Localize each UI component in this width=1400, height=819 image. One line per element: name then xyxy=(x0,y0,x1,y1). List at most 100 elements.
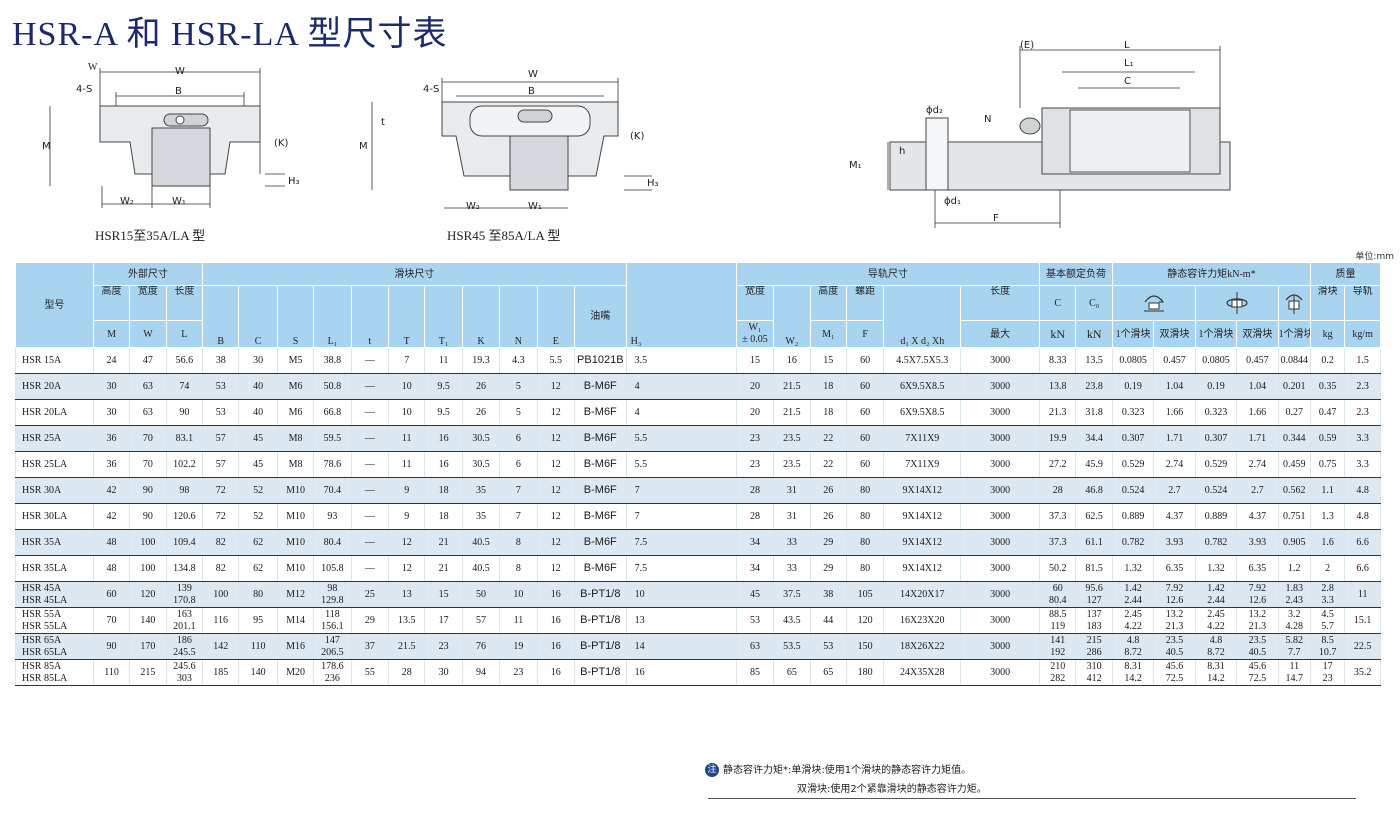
cell-C: 52 xyxy=(238,503,278,530)
cell-H3: 7 xyxy=(625,503,737,530)
cell-MA1-line: 2.44 xyxy=(1124,594,1142,606)
cell-C: 62 xyxy=(238,529,278,556)
cell-M1: 26 xyxy=(809,477,847,504)
cell-MB2: 4.37 xyxy=(1236,503,1279,530)
cell-T: 9 xyxy=(388,477,426,504)
cell-MB1: 0.0805 xyxy=(1194,347,1238,374)
dimension-table: 型号 外部尺寸 滑块尺寸 H₃ 导轨尺寸 基本额定负荷 静态容许力矩kN-m* … xyxy=(15,262,1382,686)
cell-kgm: 6.6 xyxy=(1344,555,1381,582)
cell-L: 134.8 xyxy=(165,555,204,582)
cell-F: 150 xyxy=(845,633,885,660)
unit-label: 单位:mm xyxy=(1355,252,1394,262)
cell-L: 83.1 xyxy=(165,425,204,452)
cell-C0-line: 46.8 xyxy=(1085,484,1103,496)
cell-MA2: 6.35 xyxy=(1153,555,1196,582)
cell-MB2-line: 7.92 xyxy=(1248,582,1267,594)
cell-F: 105 xyxy=(845,581,885,608)
cell-Lmax: 3000 xyxy=(960,581,1041,608)
cell-Cv-line: 21.3 xyxy=(1049,406,1067,418)
cell-MA2-line: 72.5 xyxy=(1165,672,1184,684)
sym-F: F xyxy=(845,320,885,348)
cell-MA2-line: 2.74 xyxy=(1165,458,1184,470)
cell-T: 9 xyxy=(388,503,426,530)
cell-Cv-line: 80.4 xyxy=(1049,594,1067,606)
cell-model-line: HSR 35LA xyxy=(22,562,68,574)
cell-t: — xyxy=(350,477,390,504)
cell-MA2: 1.71 xyxy=(1153,425,1196,452)
cell-MA1-line: 1.42 xyxy=(1124,582,1142,594)
cell-W: 47 xyxy=(129,347,167,374)
group-rail: 导轨尺寸 xyxy=(735,262,1041,286)
cell-MA2-line: 4.37 xyxy=(1165,510,1184,522)
cell-model-line: HSR 20LA xyxy=(22,406,68,418)
cell-Lmax: 3000 xyxy=(960,425,1041,452)
cell-MA2: 2.74 xyxy=(1153,451,1196,478)
cell-E: 5.5 xyxy=(536,347,575,374)
cell-MA1: 0.524 xyxy=(1111,477,1155,504)
cell-S: M16 xyxy=(276,633,315,660)
cell-Lmax: 3000 xyxy=(960,399,1041,426)
sym-H3: H₃ xyxy=(630,336,642,347)
cell-B: 82 xyxy=(202,555,240,582)
cell-W: 63 xyxy=(129,399,167,426)
cell-E: 12 xyxy=(536,555,575,582)
cell-lube: B-M6F xyxy=(573,529,627,556)
cell-Lmax: 3000 xyxy=(960,607,1041,634)
cell-kgm: 4.8 xyxy=(1344,477,1381,504)
cell-M: 48 xyxy=(92,555,131,582)
cell-L1: 59.5 xyxy=(313,425,352,452)
cell-model: HSR 25LA xyxy=(15,451,94,478)
col-pitch: 螺距 xyxy=(845,285,885,321)
cell-Lmax: 3000 xyxy=(960,529,1041,556)
cell-t: — xyxy=(350,503,390,530)
cell-d: 14X20X17 xyxy=(883,581,962,608)
cell-L1-line: 206.5 xyxy=(321,646,344,658)
cell-t: — xyxy=(350,373,390,400)
cell-L-line: 201.1 xyxy=(173,620,196,632)
cell-MA2-line: 6.35 xyxy=(1165,562,1184,574)
cell-L1: 50.8 xyxy=(313,373,352,400)
cell-K: 40.5 xyxy=(461,555,501,582)
cell-K: 50 xyxy=(461,581,501,608)
cell-F: 60 xyxy=(845,347,885,374)
cell-MB1-line: 0.889 xyxy=(1204,510,1228,522)
col-height: 高度 xyxy=(92,285,131,321)
cell-K: 35 xyxy=(461,477,501,504)
cell-W: 215 xyxy=(129,659,167,686)
cell-lube: B-PT1/8 xyxy=(573,607,627,634)
cell-C0-line: 31.8 xyxy=(1085,406,1103,418)
cell-Cv-line: 119 xyxy=(1050,620,1066,632)
cell-M1: 29 xyxy=(809,529,847,556)
cell-t: — xyxy=(350,529,390,556)
cell-L1-line: 80.4 xyxy=(323,536,342,548)
moment-b-icon xyxy=(1226,292,1248,314)
cell-W: 100 xyxy=(129,529,167,556)
cell-C: 80 xyxy=(238,581,278,608)
note-badge: 注 xyxy=(705,763,719,777)
cell-Cv: 37.3 xyxy=(1039,503,1077,530)
cell-K: 26 xyxy=(461,399,501,426)
cell-F: 120 xyxy=(845,607,885,634)
group-outer: 外部尺寸 xyxy=(92,262,204,286)
cell-L: 102.2 xyxy=(165,451,204,478)
cell-MB1: 0.323 xyxy=(1194,399,1238,426)
cell-L: 120.6 xyxy=(165,503,204,530)
cell-MA2-line: 45.6 xyxy=(1165,660,1184,672)
cell-T: 21.5 xyxy=(388,633,426,660)
cell-Lmax: 3000 xyxy=(960,555,1041,582)
drawing-label-M-left: M xyxy=(42,141,51,152)
drawing-label-H3-left: H₃ xyxy=(288,176,300,187)
